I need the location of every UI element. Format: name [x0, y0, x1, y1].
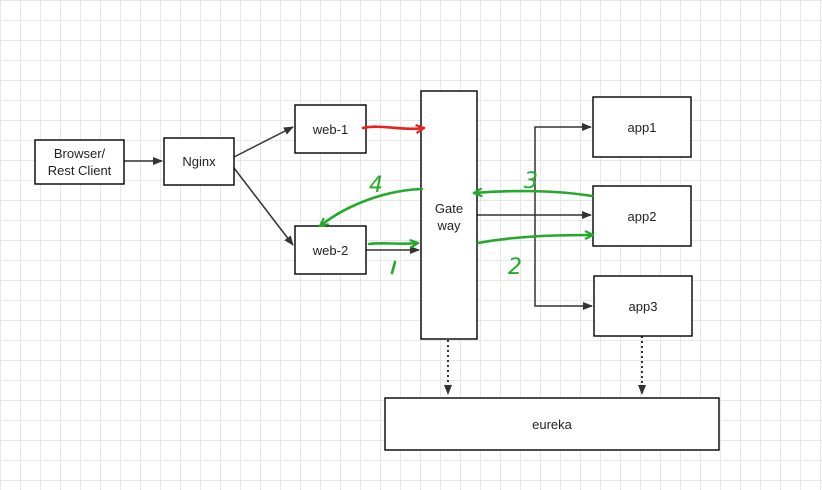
green-arrow-step1: [367, 243, 418, 244]
edge-gateway-to-app1: [534, 123, 592, 216]
edge-nginx-to-web2: [233, 167, 294, 246]
registration-links: [444, 336, 646, 395]
web2-label: web-2: [312, 243, 348, 258]
eureka-label: eureka: [532, 417, 573, 432]
node-web1: web-1: [294, 104, 367, 154]
green-digit-2: 2: [508, 255, 522, 280]
node-eureka: eureka: [384, 397, 720, 451]
green-arrow-step4: [320, 187, 424, 226]
edge-nginx-to-web1: [233, 126, 294, 158]
browser-label-line2: Rest Client: [48, 163, 112, 178]
node-app2: app2: [592, 185, 692, 247]
green-digit-3: 3: [524, 169, 538, 194]
connectors: [124, 123, 593, 310]
green-digit-1: [390, 260, 397, 275]
green-arrow-step2: [476, 235, 595, 245]
node-app3: app3: [593, 275, 693, 337]
node-web2: web-2: [294, 225, 367, 275]
green-arrow-step3: [474, 191, 594, 196]
node-nginx: Nginx: [163, 137, 235, 186]
node-app1: app1: [592, 96, 692, 158]
gateway-label-line1: Gate: [435, 201, 463, 216]
web1-label: web-1: [312, 122, 348, 137]
hand-annotations: 2 3 4: [320, 127, 595, 280]
node-browser: Browser/ Rest Client: [34, 139, 125, 185]
nginx-label: Nginx: [182, 154, 216, 169]
browser-label-line1: Browser/: [54, 146, 106, 161]
app3-label: app3: [629, 299, 658, 314]
app1-label: app1: [628, 120, 657, 135]
node-gateway: Gate way: [420, 90, 478, 340]
red-arrow-web1-to-gateway: [361, 127, 424, 129]
green-digit-4: 4: [369, 173, 383, 198]
gateway-label-line2: way: [436, 218, 461, 233]
edge-gateway-to-app3: [534, 215, 593, 310]
app2-label: app2: [628, 209, 657, 224]
